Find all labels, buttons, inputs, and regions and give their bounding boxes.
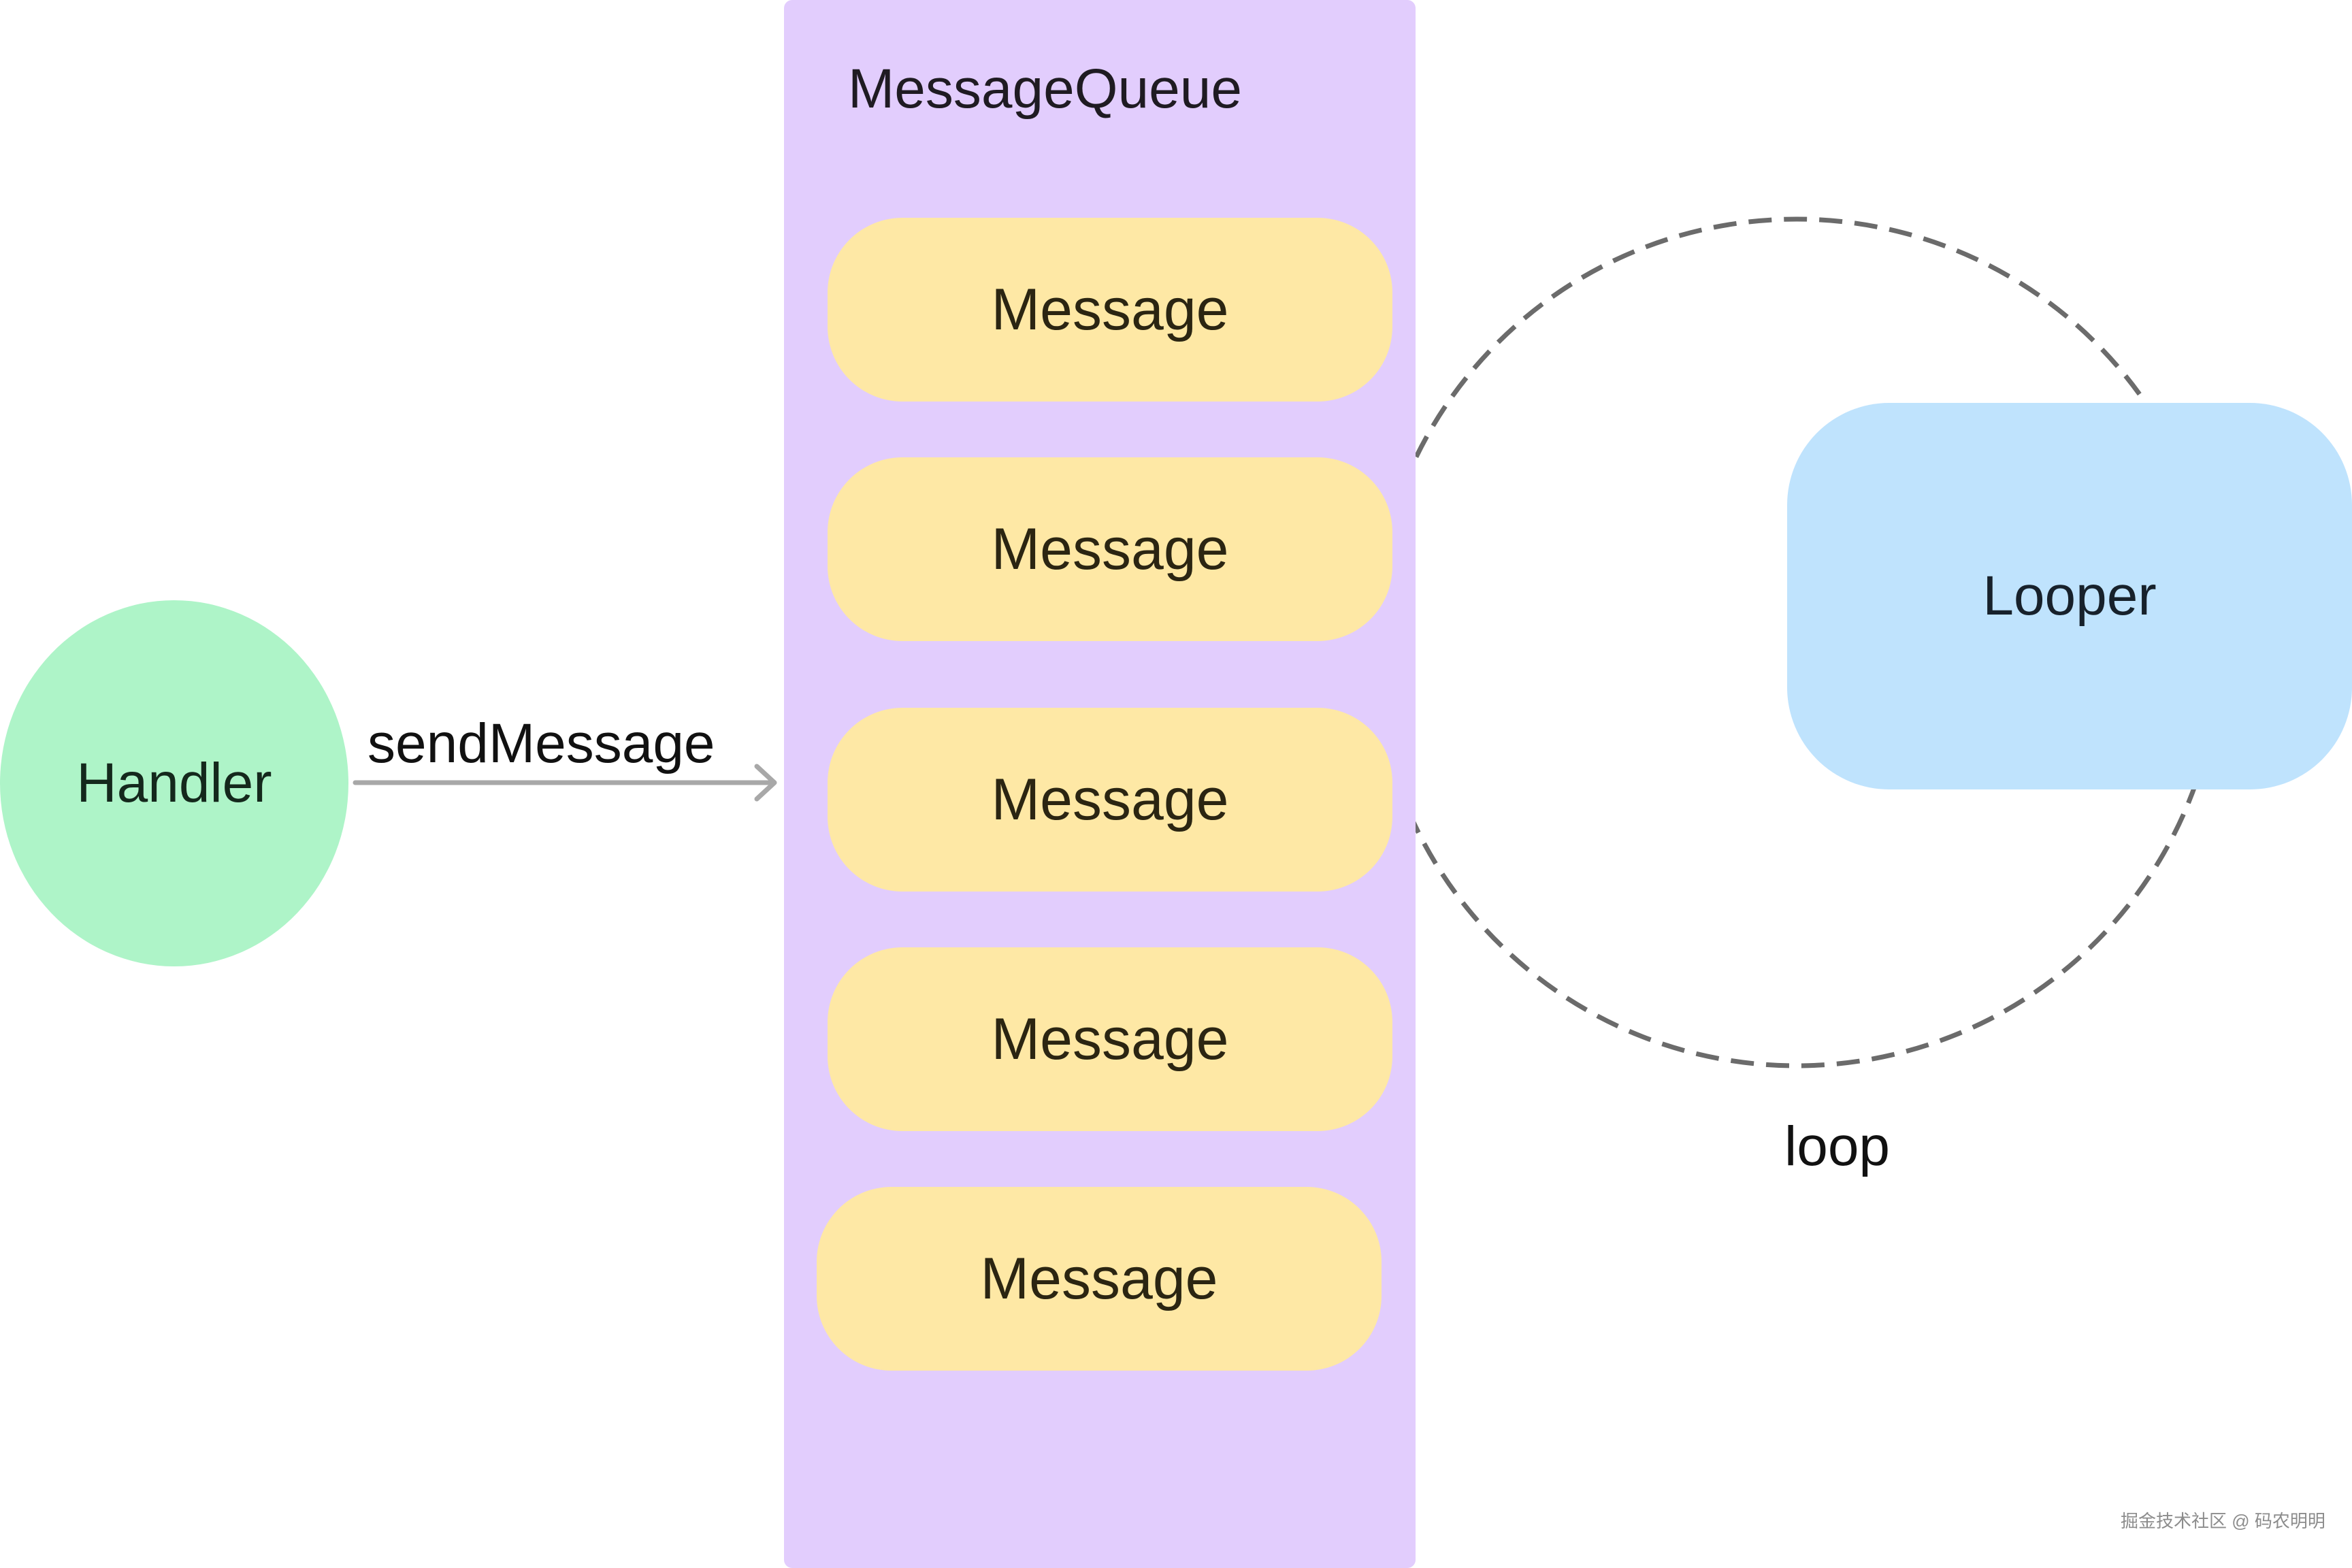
message-box-2: Message xyxy=(828,457,1392,641)
handler-label: Handler xyxy=(76,752,272,814)
message-label: Message xyxy=(980,1246,1218,1311)
message-box-5: Message xyxy=(817,1187,1382,1371)
message-label: Message xyxy=(991,1007,1229,1072)
message-queue-title: MessageQueue xyxy=(848,58,1242,120)
message-label: Message xyxy=(991,767,1229,832)
looper-label: Looper xyxy=(1982,565,2157,627)
handler-node: Handler xyxy=(0,600,348,966)
looper-node: Looper xyxy=(1787,403,2352,789)
message-label: Message xyxy=(991,517,1229,582)
message-box-1: Message xyxy=(828,218,1392,402)
loop-label: loop xyxy=(1784,1115,1891,1177)
message-box-4: Message xyxy=(828,947,1392,1131)
watermark: 掘金技术社区 @ 码农明明 xyxy=(2121,1511,2325,1531)
arrow-head xyxy=(754,764,777,802)
message-box-3: Message xyxy=(828,708,1392,892)
send-message-label: sendMessage xyxy=(368,713,715,774)
message-label: Message xyxy=(991,277,1229,342)
